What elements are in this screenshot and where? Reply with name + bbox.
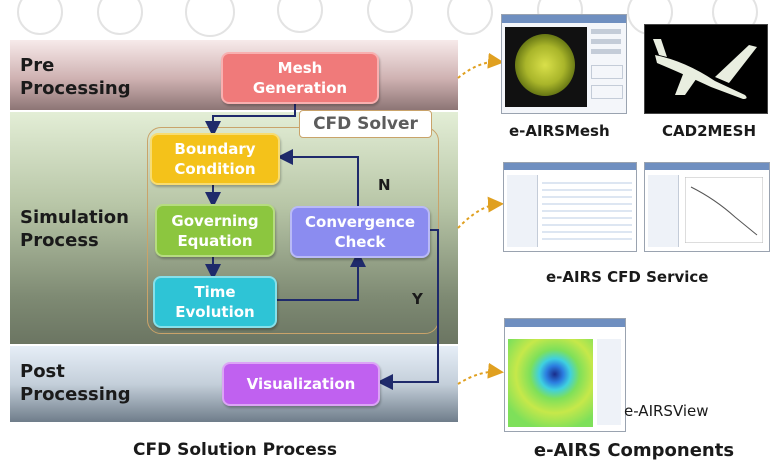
pre-processing-label: Pre Processing [20,55,131,99]
cfd-service-screenshot-1 [503,162,637,252]
e-airs-components-caption: e-AIRS Components [533,440,735,461]
post-processing-label: Post Processing [20,361,131,405]
convergence-check-box: Convergence Check [290,206,430,258]
residual-plot-icon [685,177,763,243]
e-airsview-screenshot [504,318,626,432]
time-evolution-box: Time Evolution [153,276,277,328]
cfd-service-label: e-AIRS CFD Service [546,268,709,286]
simulation-process-label: Simulation Process [20,207,129,251]
e-airsmesh-screenshot [501,14,627,114]
cfd-service-screenshot-2 [644,162,770,252]
cfd-solver-label: CFD Solver [299,110,432,138]
governing-equation-box: Governing Equation [155,204,275,257]
mesh-generation-box: Mesh Generation [221,52,379,104]
cad2mesh-label: CAD2MESH [662,122,757,140]
cad2mesh-screenshot [644,24,768,114]
e-airsview-label: e-AIRSView [624,402,709,420]
aircraft-model-icon [653,39,757,99]
e-airsmesh-label: e-AIRSMesh [509,122,610,140]
visualization-box: Visualization [222,362,380,406]
yes-branch-label: Y [412,290,423,308]
cfd-solution-process-caption: CFD Solution Process [133,440,337,460]
boundary-condition-box: Boundary Condition [150,133,280,185]
no-branch-label: N [378,176,391,194]
